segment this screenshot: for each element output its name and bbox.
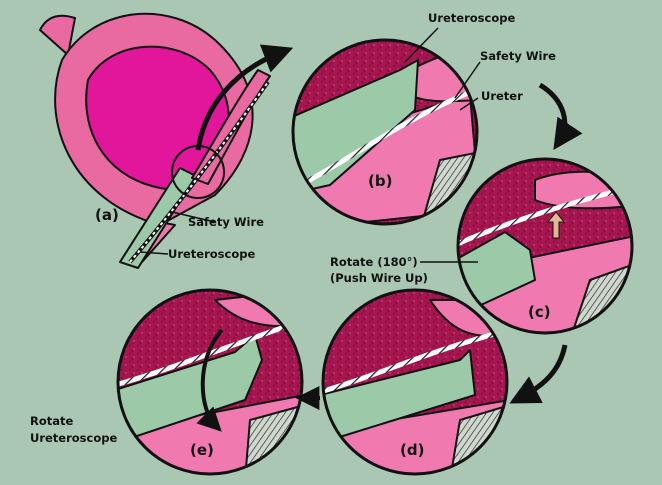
ureter-label-b: Ureter: [481, 89, 523, 103]
wire-e: [118, 317, 302, 388]
panel-e: [116, 288, 320, 476]
rotate-c-line2: (Push Wire Up): [330, 271, 428, 285]
ureter-a: [191, 69, 271, 185]
rotate-arrow-e: [196, 328, 224, 432]
safety-wire-label-a: Safety Wire: [188, 215, 264, 229]
bladder-overview: [39, 12, 294, 269]
panel-a-label: (a): [95, 206, 119, 224]
wire-b: [298, 85, 477, 188]
rotate-e-line1: Rotate: [30, 414, 74, 428]
panel-e-label: (e): [190, 441, 214, 459]
panel-d: [321, 288, 509, 476]
panel-c-label: (c): [528, 303, 551, 321]
arrow-b-to-c: [538, 82, 583, 150]
scope-c: [458, 231, 536, 311]
ureteroscope-label-a: Ureteroscope: [168, 247, 255, 261]
panel-d-label: (d): [400, 441, 424, 459]
wire-d: [323, 327, 507, 395]
rotate-c-line1: Rotate (180°): [330, 255, 418, 269]
scope-b: [293, 59, 419, 196]
ureter-stub-top: [39, 14, 76, 56]
arrow-c-to-d: [509, 344, 568, 404]
ureteroscope-label-b: Ureteroscope: [428, 11, 515, 25]
rotate-e-line2: Ureteroscope: [30, 431, 117, 445]
panel-b-label: (b): [368, 172, 392, 190]
arrow-to-b: [195, 44, 294, 151]
safety-wire-label-b: Safety Wire: [480, 49, 556, 63]
